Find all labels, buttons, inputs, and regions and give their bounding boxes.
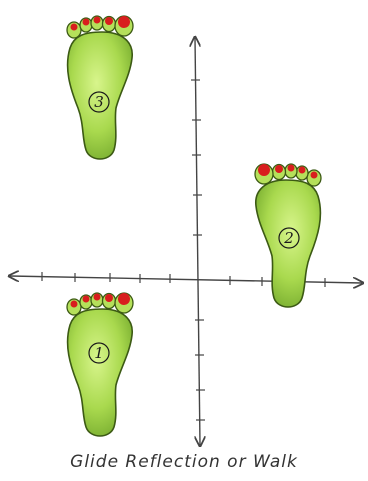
- y-axis: [195, 38, 200, 445]
- footprint-3: 3: [67, 16, 133, 159]
- footprint-2-label: 2: [283, 229, 294, 247]
- footprint-3-label: 3: [94, 93, 104, 111]
- diagram-caption: Glide Reflection or Walk: [0, 452, 368, 472]
- footprint-1-label: 1: [94, 344, 104, 362]
- x-axis: [10, 276, 362, 283]
- footprint-1: 1: [67, 293, 133, 436]
